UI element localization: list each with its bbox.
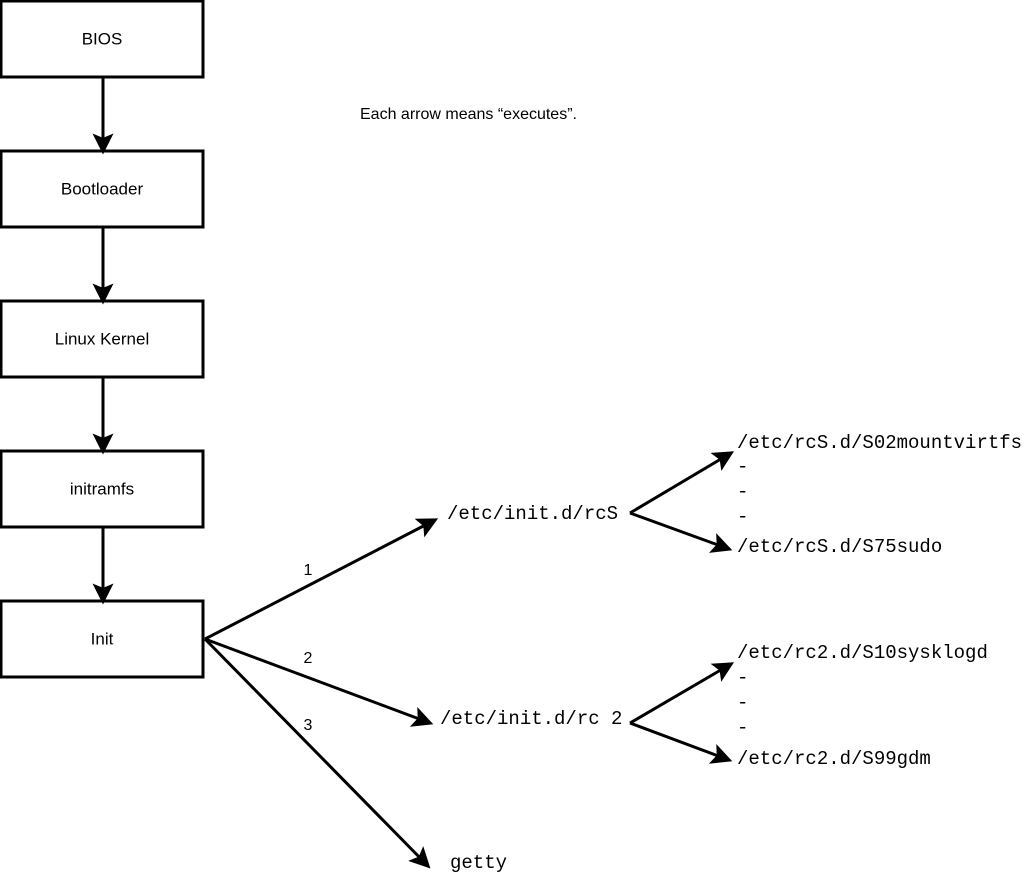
rc-script-fans: - - - - - - [629, 451, 748, 764]
bios-box-label: BIOS [82, 29, 123, 48]
init-fanout-arrows: 1 2 3 [203, 518, 439, 869]
rc2-fan-ellipsis-dash-3: - [737, 717, 748, 739]
label-rcS-d-s75sudo: /etc/rcS.d/S75sudo [737, 536, 942, 558]
stage-box-bootloader[interactable]: Bootloader [0, 149, 205, 229]
initramfs-box-rect[interactable] [0, 449, 205, 529]
stage-box-init[interactable]: Init [0, 599, 205, 679]
label-etc-init-d-rc2: /etc/init.d/rc 2 [440, 708, 622, 730]
rc2-fan-ellipsis-dash-2: - [737, 692, 748, 714]
edge-number-1: 1 [304, 562, 313, 579]
bootloader-box-label: Bootloader [61, 179, 144, 198]
stage-box-bios[interactable]: BIOS [0, 0, 205, 79]
diagram-caption: Each arrow means “executes”. [360, 106, 577, 123]
rcS-fan-ellipsis-dash-1: - [737, 456, 748, 478]
arrow-rc2-fan-top [629, 662, 735, 725]
rcS-fan-ellipsis-dash-2: - [737, 481, 748, 503]
edge-number-2: 2 [304, 650, 313, 667]
label-getty: getty [450, 852, 507, 874]
arrow-rc2-fan-bottom [629, 721, 733, 764]
label-rcS-d-s02mountvirtfs: /etc/rcS.d/S02mountvirtfs [737, 432, 1022, 454]
init-box-rect[interactable] [0, 599, 205, 679]
kernel-box-label: Linux Kernel [55, 329, 150, 348]
initramfs-box-label: initramfs [70, 479, 134, 498]
bootloader-box-rect[interactable] [0, 149, 205, 229]
stage-box-initramfs[interactable]: initramfs [0, 449, 205, 529]
arrow-init-3 [203, 637, 431, 869]
arrow-rcS-fan-top [629, 451, 735, 515]
init-box-label: Init [91, 629, 114, 648]
bios-box-rect[interactable] [0, 0, 205, 79]
arrow-init-2 [204, 637, 434, 727]
arrow-rcS-fan-bottom [629, 511, 733, 553]
label-rc2-d-s99gdm: /etc/rc2.d/S99gdm [737, 748, 931, 770]
label-rc2-d-s10sysklogd: /etc/rc2.d/S10sysklogd [737, 642, 988, 664]
arrow-init-1 [204, 518, 439, 641]
rcS-fan-ellipsis-dash-3: - [737, 506, 748, 528]
stage-box-linux-kernel[interactable]: Linux Kernel [0, 299, 205, 379]
rc2-fan-ellipsis-dash-1: - [737, 667, 748, 689]
label-etc-init-d-rcS: /etc/init.d/rcS [447, 503, 618, 525]
edge-number-3: 3 [304, 717, 313, 734]
